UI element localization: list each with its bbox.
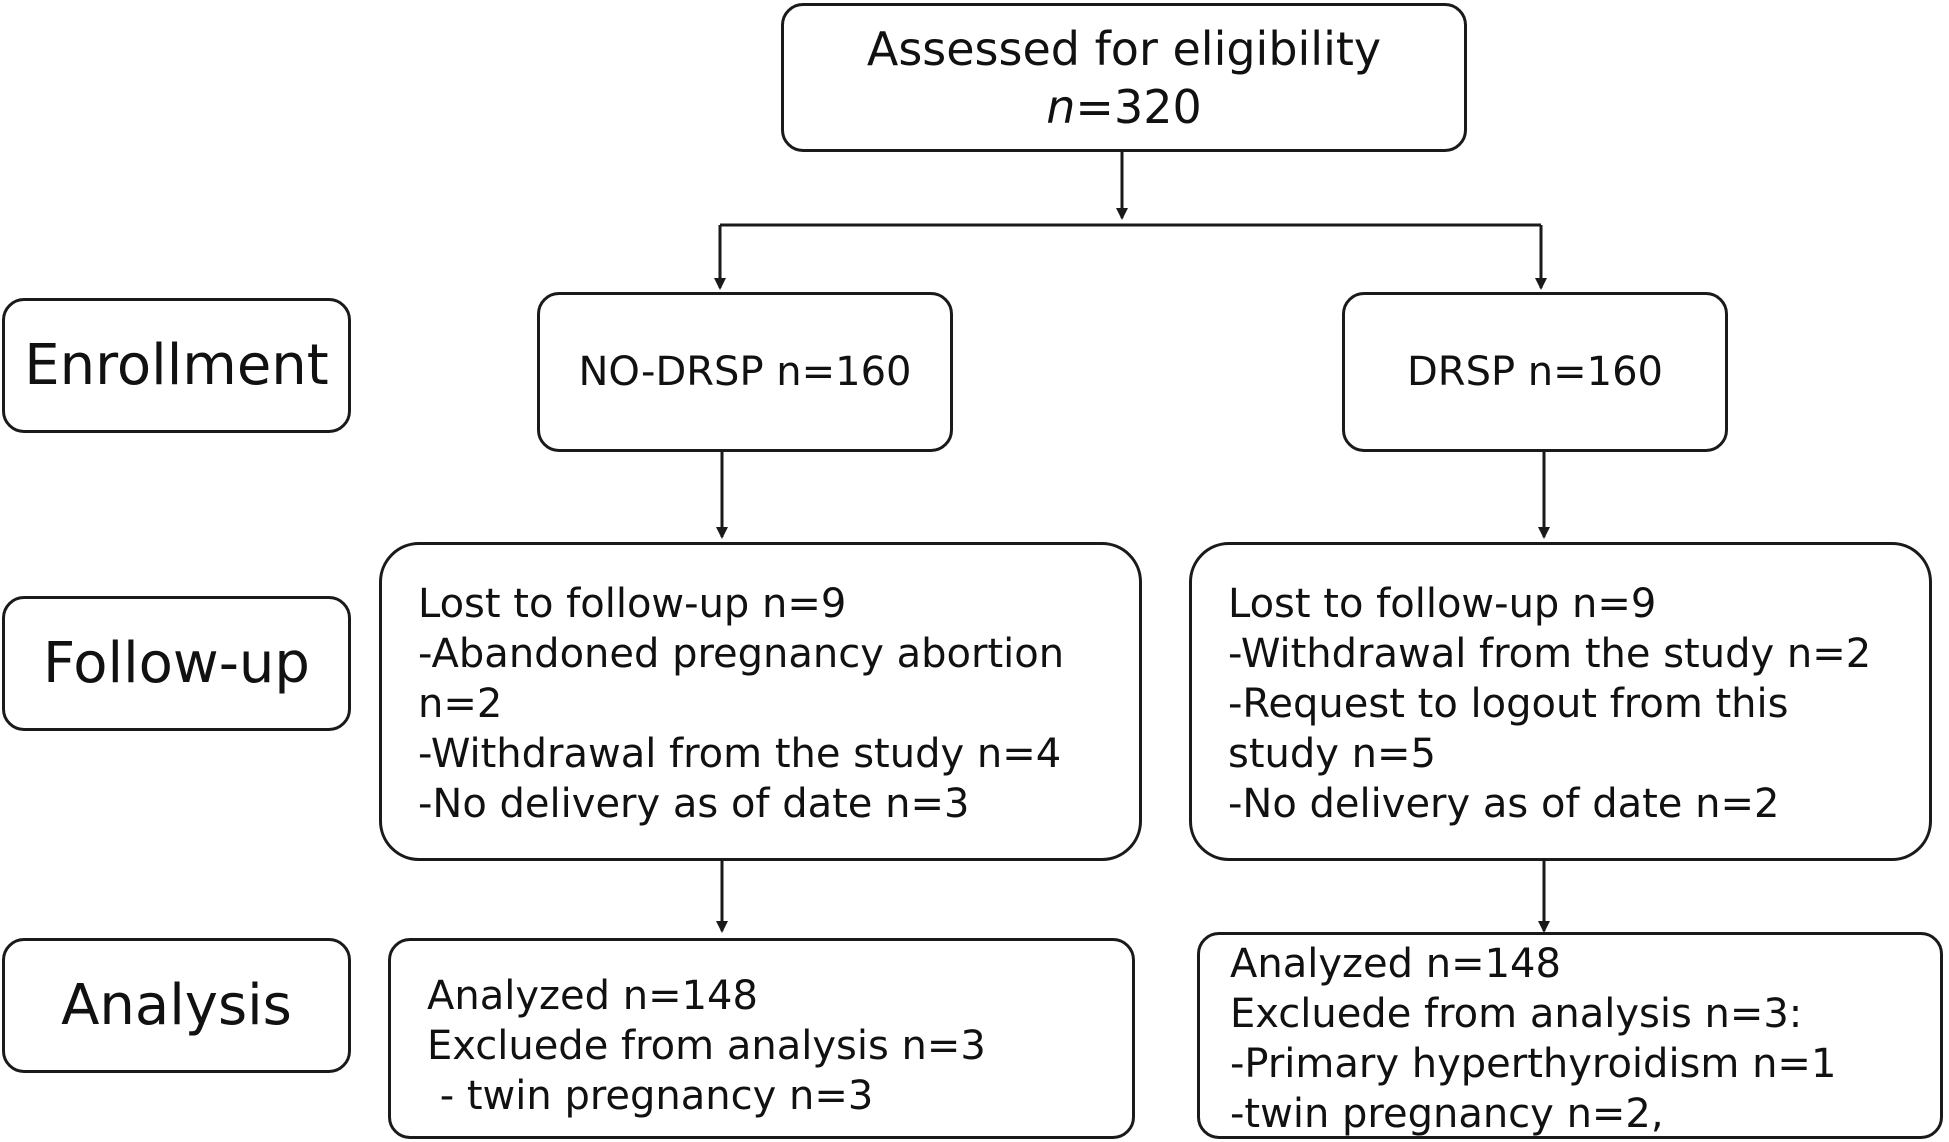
- assessed-box: Assessed for eligibility n=320: [781, 3, 1467, 152]
- analysis-right-box: Analyzed n=148 Excluede from analysis n=…: [1197, 932, 1943, 1139]
- followup-right-line: Lost to follow-up n=9: [1228, 581, 1657, 627]
- arm-drsp-label: DRSP n=160: [1406, 349, 1664, 395]
- followup-left-line: -No delivery as of date n=3: [418, 781, 970, 827]
- followup-right-box: Lost to follow-up n=9 -Withdrawal from t…: [1189, 542, 1932, 861]
- stage-enrollment: Enrollment: [2, 298, 351, 433]
- stage-analysis-label: Analysis: [61, 973, 292, 1038]
- followup-right-line: -Withdrawal from the study n=2: [1228, 631, 1872, 677]
- followup-right-line: study n=5: [1228, 731, 1436, 777]
- analysis-right-line: Excluede from analysis n=3:: [1230, 991, 1803, 1037]
- followup-left-line: n=2: [418, 681, 503, 727]
- analysis-left-box: Analyzed n=148 Excluede from analysis n=…: [388, 938, 1135, 1139]
- arm-no-drsp-box: NO-DRSP n=160: [537, 292, 953, 452]
- assessed-count: n=320: [1046, 79, 1202, 134]
- analysis-right-line: -Primary hyperthyroidism n=1: [1230, 1041, 1837, 1087]
- followup-right-line: -Request to logout from this: [1228, 681, 1789, 727]
- followup-left-box: Lost to follow-up n=9 -Abandoned pregnan…: [379, 542, 1142, 861]
- followup-left-line: -Abandoned pregnancy abortion: [418, 631, 1065, 677]
- analysis-left-line: Excluede from analysis n=3: [427, 1023, 986, 1069]
- arm-drsp-box: DRSP n=160: [1342, 292, 1728, 452]
- stage-followup-label: Follow-up: [43, 631, 310, 696]
- stage-enrollment-label: Enrollment: [24, 333, 329, 398]
- analysis-right-line: Analyzed n=148: [1230, 941, 1561, 987]
- analysis-left-line: Analyzed n=148: [427, 973, 758, 1019]
- stage-analysis: Analysis: [2, 938, 351, 1073]
- followup-right-line: -No delivery as of date n=2: [1228, 781, 1780, 827]
- followup-left-line: Lost to follow-up n=9: [418, 581, 847, 627]
- analysis-left-line: - twin pregnancy n=3: [427, 1073, 874, 1119]
- analysis-right-line: -twin pregnancy n=2,: [1230, 1091, 1664, 1137]
- followup-left-line: -Withdrawal from the study n=4: [418, 731, 1062, 777]
- arm-no-drsp-label: NO-DRSP n=160: [578, 349, 912, 395]
- stage-followup: Follow-up: [2, 596, 351, 731]
- assessed-title: Assessed for eligibility: [866, 21, 1382, 76]
